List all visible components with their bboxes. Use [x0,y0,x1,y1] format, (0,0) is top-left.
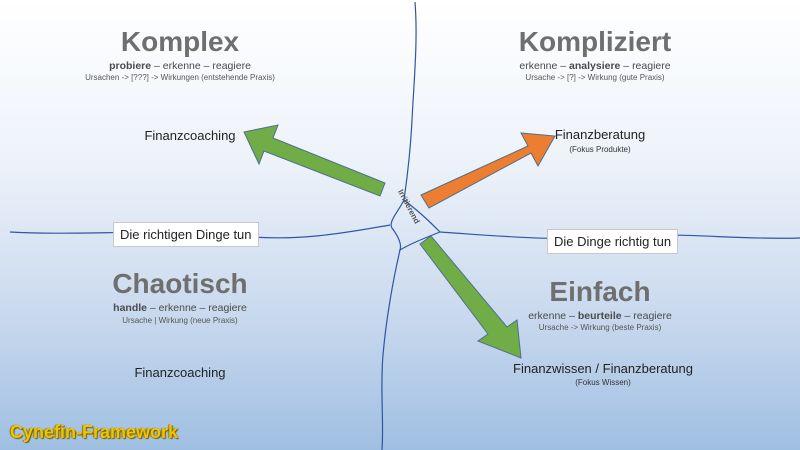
focus-produkte: (Fokus Produkte) [569,145,631,154]
verb-beurteile: beurteile [577,310,622,322]
label-komplex: Finanzcoaching [144,128,236,143]
verb-probiere: probiere [109,60,152,72]
divider-top [403,1,417,201]
verbs-chaotisch: handle – erkenne – reagiere [80,302,280,314]
sub-komplex: Ursachen -> [???] -> Wirkungen (entstehe… [85,73,275,82]
arrow-kompliziert [420,132,556,209]
verb-analysiere: analysiere [569,60,621,72]
title-komplex: Komplex [120,26,240,57]
brand-cynefin-framework: Cynefin-Framework [10,422,179,442]
title-chaotisch: Chaotisch [112,268,248,299]
title-kompliziert: Kompliziert [518,26,672,57]
verbs-einfach-post: – reagiere [621,310,672,322]
sub-chaotisch: Ursache | Wirkung (neue Praxis) [122,316,238,325]
title-einfach: Einfach [549,276,651,307]
focus-wissen: (Fokus Wissen) [575,378,631,387]
verbs-einfach: erkenne – beurteile – reagiere [500,310,700,322]
verbs-komplex-rest: – erkenne – reagiere [151,60,251,72]
verbs-kompliziert: erkenne – analysiere – reagiere [495,60,695,72]
center-boundary [390,199,442,252]
verb-handle: handle [113,302,147,314]
verbs-kompliziert-pre: erkenne – [519,60,570,72]
label-einfach: Finanzwissen / Finanzberatung [513,361,693,376]
sub-einfach: Ursache -> Wirkung (beste Praxis) [538,323,662,332]
verbs-kompliziert-post: – reagiere [620,60,671,72]
box-dinge-richtig: Die Dinge richtig tun [547,229,679,254]
box-richtigen-dinge: Die richtigen Dinge tun [113,222,259,247]
arrow-komplex [243,124,386,197]
verbs-chaotisch-rest: – erkenne – reagiere [147,302,247,314]
sub-kompliziert: Ursache -> [?] -> Wirkung (gute Praxis) [525,73,665,82]
arrow-einfach [419,235,522,359]
label-chaotisch: Finanzcoaching [134,365,226,380]
label-kompliziert: Finanzberatung [554,127,646,142]
divider-bottom [381,249,401,450]
verbs-komplex: probiere – erkenne – reagiere [80,60,280,72]
verbs-einfach-pre: erkenne – [528,310,578,322]
